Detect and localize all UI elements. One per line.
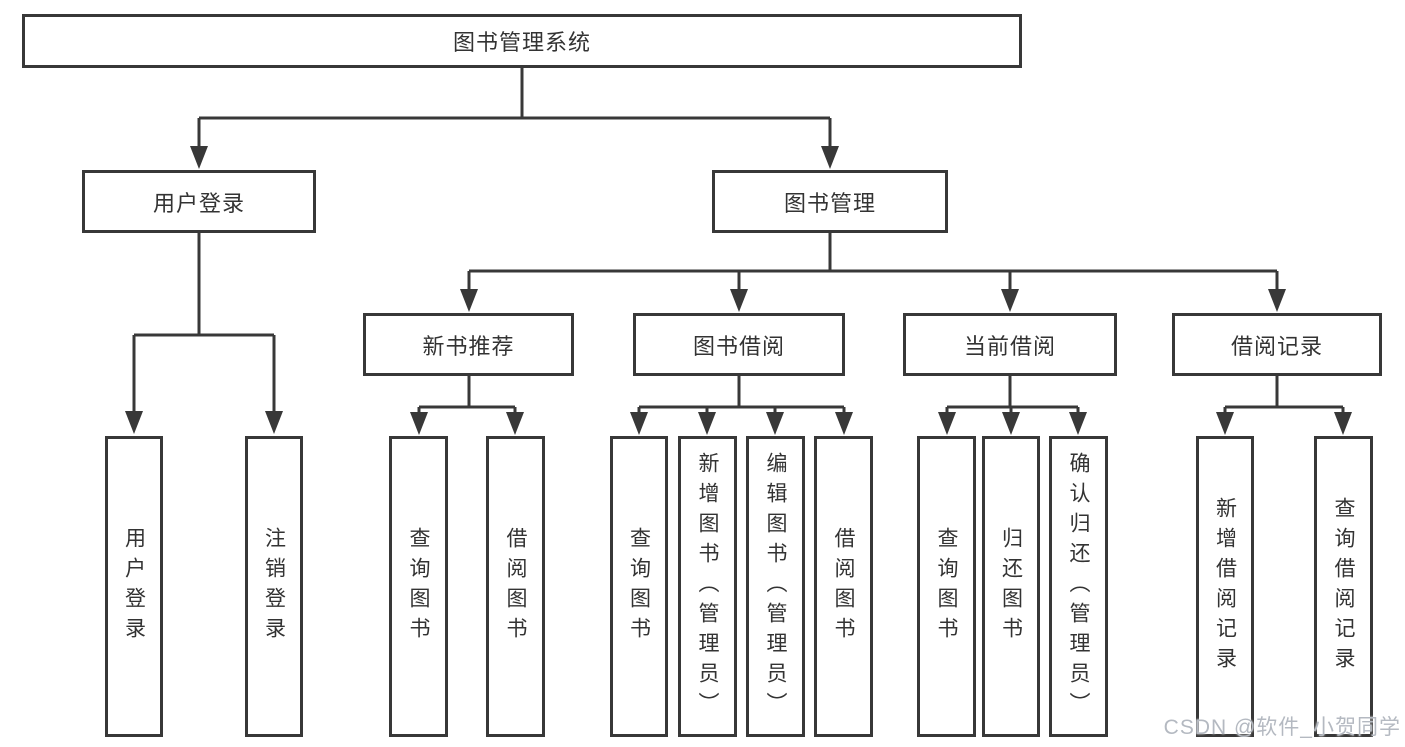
node-user-login: 用户登录 <box>82 170 316 233</box>
leaf-borrow-add-books: 新增图书（管理员） <box>678 436 737 737</box>
node-new-book-recommend-label: 新书推荐 <box>422 333 515 359</box>
leaf-current-confirm-return-label: 确认归还（管理员） <box>1067 451 1090 722</box>
leaf-borrow-add-books-label: 新增图书（管理员） <box>696 451 719 722</box>
leaf-user-login: 用户登录 <box>105 436 163 737</box>
connector-borrow-records-children <box>1216 376 1352 435</box>
connector-current-borrow-children <box>938 376 1087 435</box>
leaf-user-login-label: 用户登录 <box>122 526 146 647</box>
leaf-records-add-record: 新增借阅记录 <box>1196 436 1254 737</box>
leaf-current-return-books-label: 归还图书 <box>999 526 1023 647</box>
leaf-recommend-borrow-books-label: 借阅图书 <box>504 526 527 647</box>
csdn-watermark: CSDN @软件_小贺同学 <box>1163 716 1401 739</box>
leaf-records-add-record-label: 新增借阅记录 <box>1213 496 1237 677</box>
leaf-recommend-query-books-label: 查询图书 <box>407 526 430 647</box>
node-new-book-recommend: 新书推荐 <box>363 313 574 376</box>
leaf-current-confirm-return: 确认归还（管理员） <box>1049 436 1108 737</box>
leaf-borrow-query-books-label: 查询图书 <box>627 526 651 647</box>
leaf-current-query-books: 查询图书 <box>917 436 976 737</box>
leaf-borrow-query-books: 查询图书 <box>610 436 668 737</box>
connector-new-book-recommend-children <box>410 376 524 435</box>
node-current-borrow-label: 当前借阅 <box>963 333 1056 359</box>
leaf-borrow-edit-books-label: 编辑图书（管理员） <box>764 451 787 722</box>
leaf-logout-label: 注销登录 <box>262 526 286 647</box>
leaf-borrow-borrow-books: 借阅图书 <box>814 436 873 737</box>
leaf-current-return-books: 归还图书 <box>982 436 1040 737</box>
leaf-recommend-query-books: 查询图书 <box>389 436 448 737</box>
node-root-label: 图书管理系统 <box>452 30 591 55</box>
node-book-management-label: 图书管理 <box>783 190 876 216</box>
node-book-management: 图书管理 <box>712 170 948 233</box>
connector-user-login-children <box>125 233 283 434</box>
node-borrow-records: 借阅记录 <box>1172 313 1382 376</box>
node-book-borrow-label: 图书借阅 <box>692 333 785 359</box>
node-book-borrow: 图书借阅 <box>633 313 845 376</box>
node-current-borrow: 当前借阅 <box>903 313 1117 376</box>
leaf-recommend-borrow-books: 借阅图书 <box>486 436 545 737</box>
leaf-borrow-borrow-books-label: 借阅图书 <box>832 526 855 647</box>
node-root: 图书管理系统 <box>22 14 1022 68</box>
leaf-records-query-record: 查询借阅记录 <box>1314 436 1373 737</box>
leaf-logout: 注销登录 <box>245 436 303 737</box>
connector-book-borrow-children <box>630 376 853 435</box>
node-borrow-records-label: 借阅记录 <box>1230 333 1323 359</box>
leaf-current-query-books-label: 查询图书 <box>935 526 958 647</box>
node-user-login-label: 用户登录 <box>152 190 245 216</box>
leaf-borrow-edit-books: 编辑图书（管理员） <box>746 436 805 737</box>
connector-root-to-level2 <box>190 68 839 169</box>
leaf-records-query-record-label: 查询借阅记录 <box>1332 496 1355 677</box>
connector-book-management-children <box>460 233 1286 312</box>
